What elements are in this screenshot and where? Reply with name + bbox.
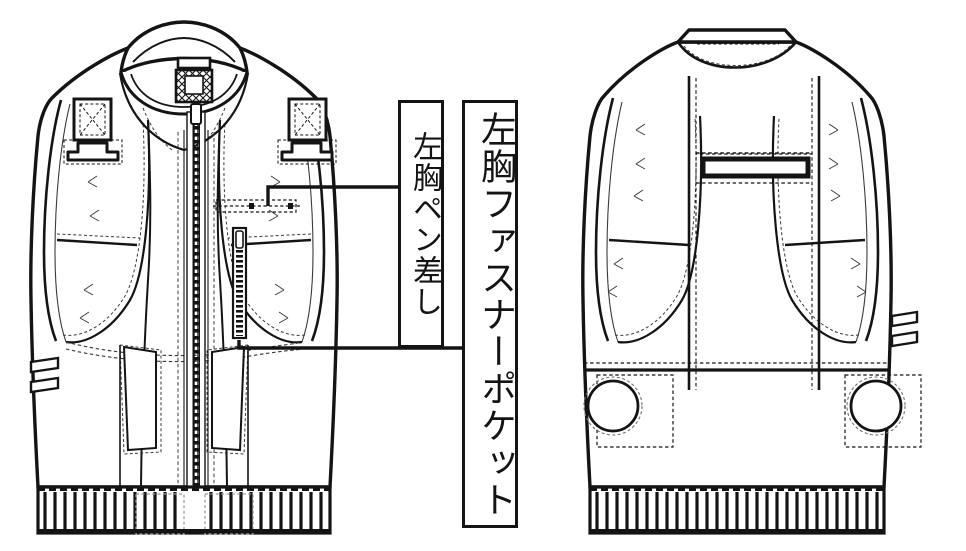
collar-neck-seam-right (195, 107, 226, 151)
neck-vent-top-bar (176, 56, 212, 70)
collar-neck-seam-left (142, 107, 173, 151)
back-neck-curve-stitch (683, 45, 791, 66)
inner-pocket-hidden-left (135, 493, 185, 535)
shoulder-tab-right-loop-zone (277, 139, 337, 165)
armhole-panel-left (65, 119, 151, 344)
shoulder-tab-right-x-mark (294, 103, 321, 136)
back-yoke-seam-right (784, 238, 866, 247)
shoulder-tab-left-base (66, 141, 120, 162)
front-zipper-teeth (193, 120, 200, 487)
fan-opening-right-hole (849, 379, 903, 433)
fan-opening-left-hole (586, 379, 640, 433)
inner-pocket-hidden-right (204, 493, 254, 535)
back-yoke-seam-left (608, 238, 690, 247)
callout-pen-pocket: 左胸ペン差し (398, 100, 444, 348)
callout-chest-zip-pocket: 左胸ファスナーポケット (462, 100, 518, 528)
chest-pocket-zip-pull (235, 230, 244, 249)
stitch-arrows-left (79, 175, 100, 324)
armhole-panel-right-stitch (223, 121, 306, 336)
front-ribbed-hem (36, 485, 332, 535)
shoulder-tab-left-x-mark (79, 103, 106, 136)
back-armhole-facing-right-inner (851, 101, 868, 343)
back-label-bar (700, 156, 811, 179)
shoulder-tab-left-loop-zone (63, 139, 123, 165)
back-stitch-arrows-right (828, 123, 867, 298)
shoulder-tab-right-base (280, 141, 334, 162)
back-neck-curve (676, 41, 798, 69)
slant-pocket-left-opening (122, 345, 157, 452)
shoulder-tab-right-x-box (294, 103, 321, 136)
back-view (581, 28, 922, 535)
front-hem-ribs (43, 492, 323, 530)
collar-outer (119, 20, 249, 74)
back-armhole-facing-left-inner (606, 101, 623, 343)
slant-pocket-left-stitch (119, 344, 162, 455)
armhole-facing-left (42, 99, 63, 342)
collar-inner-edge (132, 36, 236, 63)
back-stitch-arrows-left (607, 123, 646, 298)
fan-opening-left-zone (596, 374, 674, 448)
leader-line-chest-zip-pocket (237, 340, 462, 350)
reflective-strip-left-lower (29, 376, 60, 394)
back-armhole-panel-left-stitch (614, 117, 697, 336)
leader-line-pen-pocket (266, 185, 398, 206)
front-zipper-slider (190, 103, 202, 125)
shoulder-tab-right (277, 97, 337, 165)
front-view (29, 20, 339, 535)
shoulder-tab-left (63, 97, 123, 165)
fan-opening-left-stitch-ring (583, 376, 643, 436)
armhole-yoke-seam-left (56, 238, 138, 247)
reflective-strip-left-upper (29, 356, 60, 374)
armhole-panel-left-stitch (62, 121, 145, 336)
fan-opening-right-zone (844, 374, 922, 448)
slant-hand-pocket-right (206, 344, 249, 487)
back-armhole-facing-left (594, 97, 615, 342)
back-collar-stand (676, 28, 798, 44)
slant-hand-pocket-left (119, 344, 162, 487)
fan-opening-right-stitch-ring (846, 376, 906, 436)
pen-holder-bartack-1 (249, 203, 254, 209)
shoulder-tab-left-x-box (79, 103, 106, 136)
armhole-facing-left-inner (54, 103, 71, 343)
chest-pocket-zip-teeth (236, 248, 243, 336)
reflective-strips-right-side-back (890, 310, 919, 348)
pen-holder-bartack-2 (288, 203, 293, 209)
callout-leader-lines (237, 185, 462, 350)
back-hem-ribs (595, 492, 879, 530)
slant-pocket-right-stitch (206, 344, 249, 455)
collar-stand-inner (130, 73, 238, 108)
left-chest-zipper-pocket (231, 226, 248, 340)
back-armhole-facing-right (859, 97, 880, 342)
back-ribbed-hem (588, 485, 886, 535)
fan-opening-right (844, 374, 922, 448)
slant-pocket-right-opening (211, 345, 246, 452)
back-reflective-strip-upper (890, 310, 919, 328)
fan-opening-left (583, 374, 674, 448)
back-armhole-panel-right-stitch (777, 117, 860, 336)
reflective-strips-left-side (29, 356, 60, 394)
back-reflective-strip-lower (890, 330, 919, 348)
front-hem-block (36, 485, 332, 535)
neck-mesh-label (184, 75, 204, 95)
